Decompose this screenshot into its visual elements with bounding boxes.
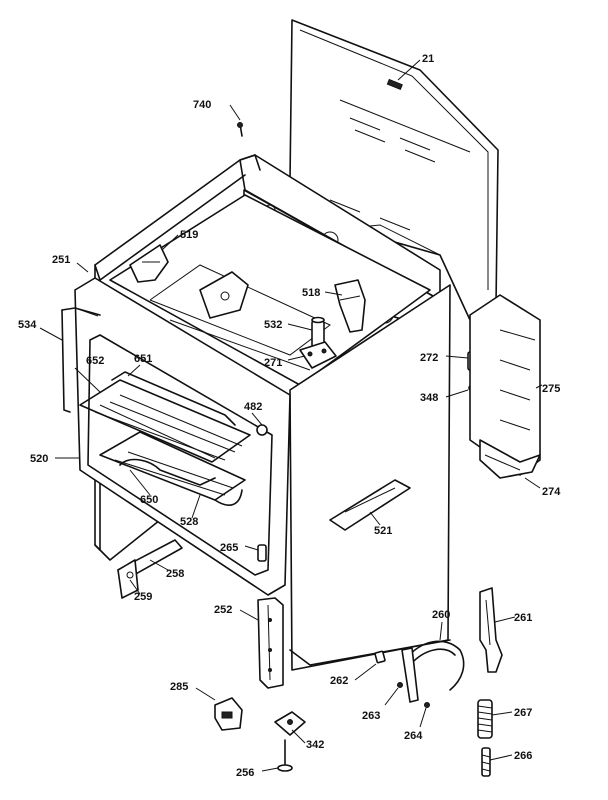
back-cover-part-275 [469, 294, 541, 476]
screw-part-264 [424, 702, 430, 708]
label-265: 265 [220, 542, 238, 554]
label-520: 520 [30, 453, 48, 465]
gasket-part-534 [61, 307, 101, 413]
label-271: 271 [264, 357, 282, 369]
label-740: 740 [193, 99, 211, 111]
hinge-part-252 [257, 597, 284, 689]
label-528: 528 [180, 516, 198, 528]
upper-rack-part-652 [79, 379, 251, 463]
leg-part-259 [117, 559, 139, 599]
spring-part-266 [481, 747, 491, 777]
label-534: 534 [18, 319, 37, 331]
label-532: 532 [264, 319, 282, 331]
part-265 [257, 544, 267, 562]
label-482: 482 [244, 401, 262, 413]
lower-rack-part-528 [99, 431, 246, 506]
label-251: 251 [52, 254, 70, 266]
leader-lines [39, 59, 543, 772]
bracket-part-274 [479, 439, 541, 479]
label-274: 274 [542, 486, 561, 498]
part-262 [374, 650, 386, 664]
label-264: 264 [404, 730, 423, 742]
label-part-521 [329, 479, 411, 531]
spring-part-267 [477, 699, 493, 739]
label-342: 342 [306, 739, 324, 751]
bracket-part-342 [274, 711, 306, 736]
label-21: 21 [422, 53, 434, 65]
bracket-part-518 [334, 279, 366, 333]
part-482 [256, 424, 268, 436]
label-263: 263 [362, 710, 380, 722]
label-258: 258 [166, 568, 184, 580]
hinge-part-261 [479, 587, 503, 673]
label-266: 266 [514, 750, 532, 762]
bake-element-part-650 [119, 458, 216, 486]
label-518: 518 [302, 287, 320, 299]
label-272: 272 [420, 352, 438, 364]
label-521: 521 [374, 525, 392, 537]
label-652: 652 [86, 355, 104, 367]
label-262: 262 [330, 675, 348, 687]
leveling-leg-part-256 [277, 739, 293, 772]
label-267: 267 [514, 707, 532, 719]
label-650: 650 [140, 494, 158, 506]
label-348: 348 [420, 392, 438, 404]
label-275: 275 [542, 383, 560, 395]
part-labels: 21 740 519 251 518 534 532 652 651 271 2… [18, 53, 561, 779]
screw-part-740 [237, 122, 243, 137]
bracket-part-519 [129, 244, 169, 283]
label-252: 252 [214, 604, 232, 616]
latch-arm-part-260 [401, 640, 465, 703]
label-256: 256 [236, 767, 254, 779]
sensor-bracket-part-271 [299, 341, 337, 369]
switch-part-285 [214, 697, 243, 731]
label-261: 261 [514, 612, 532, 624]
label-285: 285 [170, 681, 188, 693]
screw-part-263 [397, 682, 403, 688]
label-260: 260 [432, 609, 450, 621]
label-259: 259 [134, 591, 152, 603]
broil-plate [199, 271, 249, 319]
label-651: 651 [134, 353, 152, 365]
label-519: 519 [180, 229, 198, 241]
cabinet-body [74, 154, 451, 671]
rack-element-part-651 [111, 371, 236, 426]
